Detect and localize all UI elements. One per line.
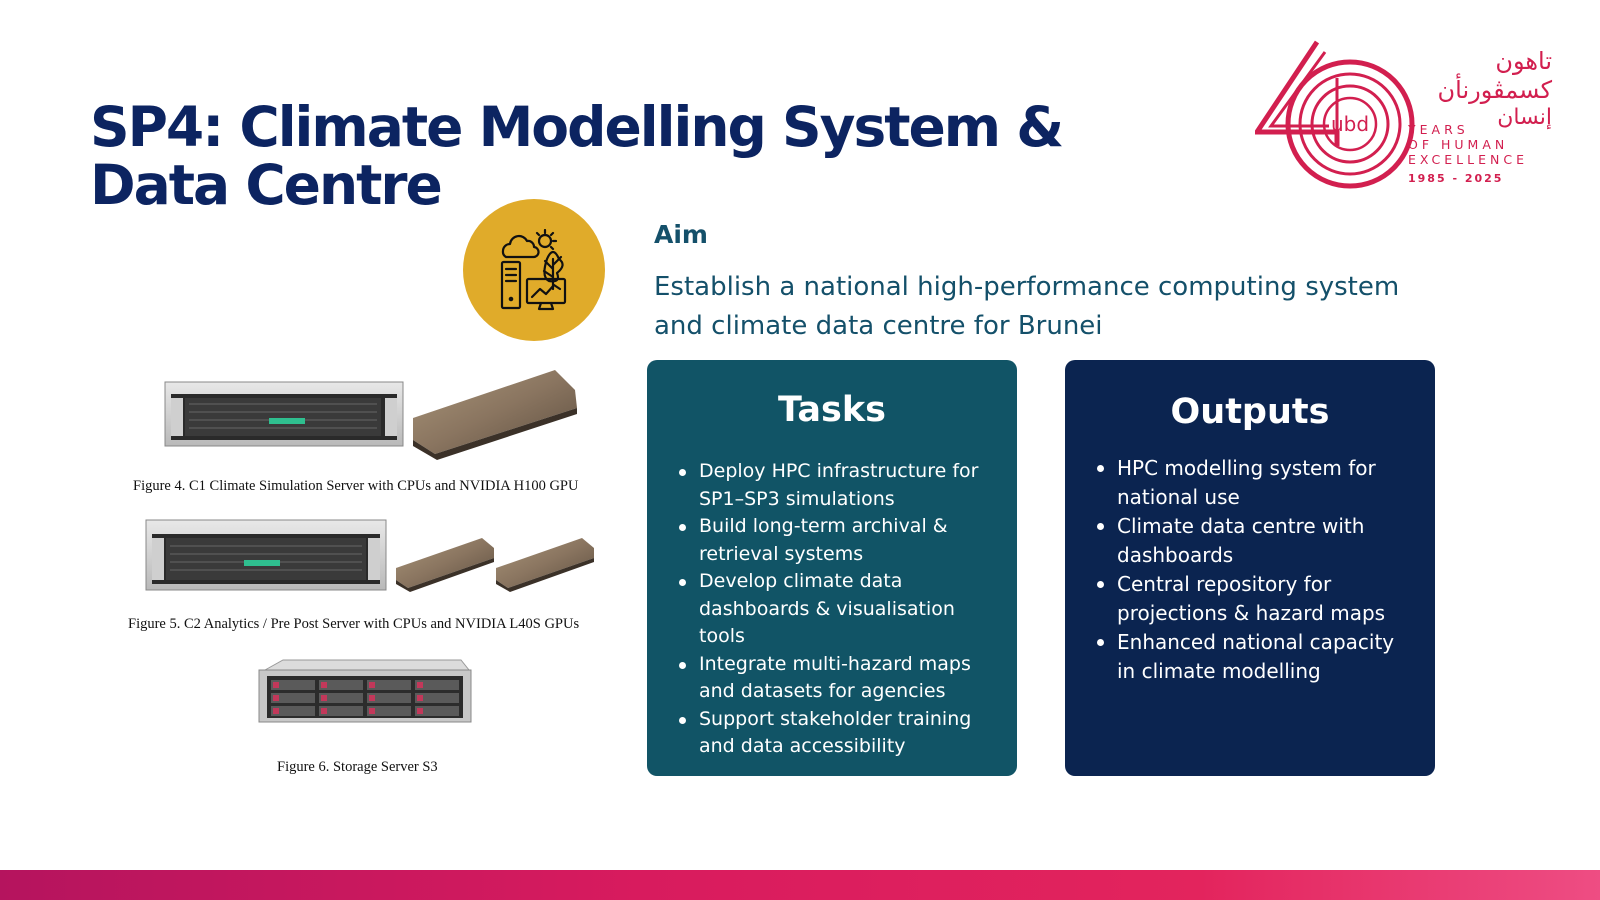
slide-title-line-1: SP4: Climate Modelling System & (90, 95, 1064, 159)
aim-text-line-1: Establish a national high-performance co… (654, 272, 1400, 302)
list-item: Deploy HPC infrastructure for SP1–SP3 si… (677, 458, 999, 513)
list-item: HPC modelling system for national use (1095, 454, 1417, 512)
outputs-heading: Outputs (1170, 392, 1330, 432)
logo-line-excellence: EXCELLENCE (1408, 152, 1528, 167)
logo-line-of-human: OF HUMAN (1408, 137, 1508, 152)
tasks-panel: Tasks Deploy HPC infrastructure for SP1–… (647, 360, 1017, 776)
figure-c2-server-image (144, 516, 596, 601)
list-item: Climate data centre with dashboards (1095, 512, 1417, 570)
list-item: Central repository for projections & haz… (1095, 570, 1417, 628)
list-item: Enhanced national capacity in climate mo… (1095, 628, 1417, 686)
outputs-panel: Outputs HPC modelling system for nationa… (1065, 360, 1435, 776)
ubd-40-years-logo: ubd تاهون كسمڤورنأن إنسان YEARS OF HUMAN… (1252, 38, 1555, 198)
logo-arabic-line-3: إنسان (1497, 105, 1552, 130)
slide-title-line-2: Data Centre (90, 153, 443, 217)
aim-label: Aim (654, 220, 708, 249)
aim-text: Establish a national high-performance co… (654, 268, 1414, 346)
tasks-heading: Tasks (778, 390, 886, 430)
aim-text-line-2: and climate data centre for Brunei (654, 311, 1103, 341)
list-item: Integrate multi-hazard maps and datasets… (677, 651, 999, 706)
figure-5-caption: Figure 5. C2 Analytics / Pre Post Server… (128, 616, 580, 632)
logo-years-range: 1985 - 2025 (1408, 172, 1503, 185)
logo-arabic-line-2: كسمڤورنأن (1438, 73, 1553, 104)
list-item: Develop climate data dashboards & visual… (677, 568, 999, 651)
figure-6-caption: Figure 6. Storage Server S3 (277, 759, 438, 775)
outputs-list: HPC modelling system for national use Cl… (1095, 454, 1417, 686)
bottom-accent-bar (0, 870, 1600, 900)
slide-title: SP4: Climate Modelling System & Data Cen… (90, 98, 1090, 214)
figure-c1-server-image (163, 368, 583, 465)
tasks-list: Deploy HPC infrastructure for SP1–SP3 si… (677, 458, 999, 761)
list-item: Support stakeholder training and data ac… (677, 706, 999, 761)
climate-computing-icon (463, 199, 605, 341)
logo-line-years: YEARS (1407, 122, 1469, 137)
logo-arabic-line-1: تاهون (1495, 47, 1552, 75)
ubd-mark-text: ubd (1331, 112, 1369, 136)
list-item: Build long-term archival & retrieval sys… (677, 513, 999, 568)
figure-storage-server-image (257, 658, 477, 731)
figure-4-caption: Figure 4. C1 Climate Simulation Server w… (133, 478, 579, 494)
